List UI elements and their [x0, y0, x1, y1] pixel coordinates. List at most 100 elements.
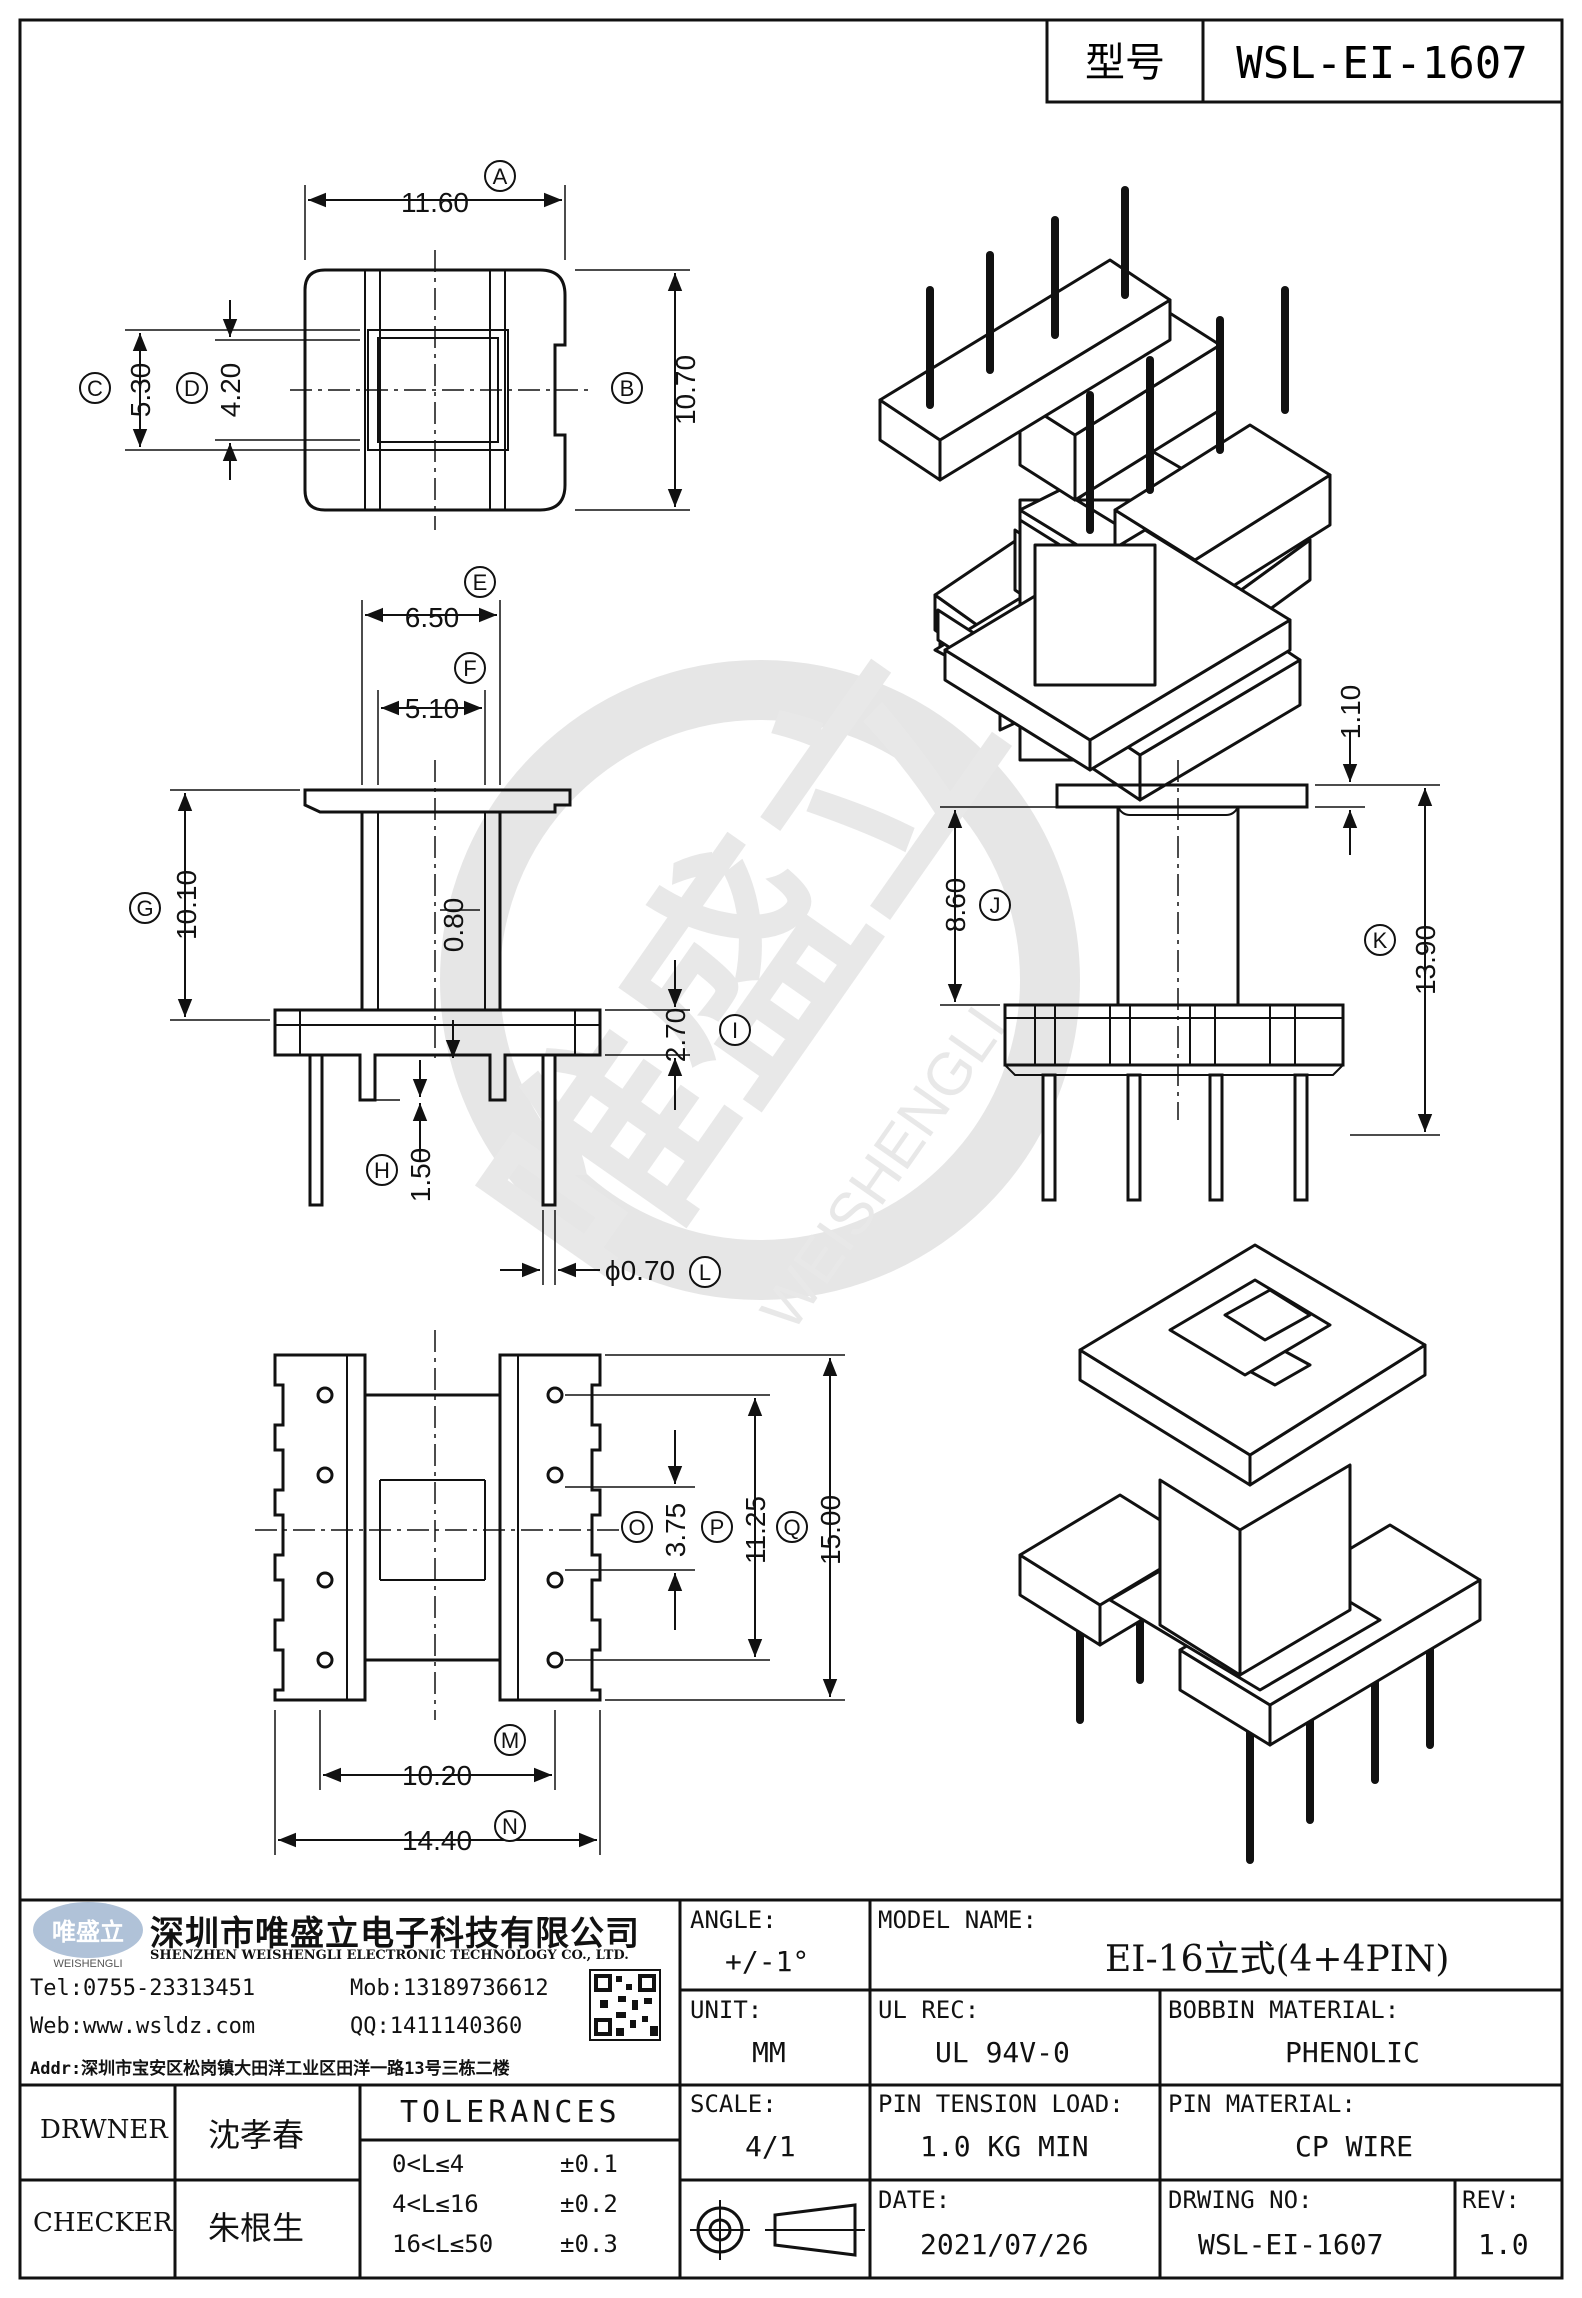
dim-n-bubble [494, 1810, 526, 1842]
dim-j-id: J [990, 893, 1001, 918]
drawner-value: 沈孝春 [208, 2116, 305, 2154]
dim-i-bubble [719, 1014, 751, 1046]
tolerance-value-1: ±0.1 [560, 2150, 618, 2178]
front-view [170, 600, 690, 1285]
angle-label: ANGLE: [690, 1906, 777, 1934]
dim-k-bubble [1364, 924, 1396, 956]
dim-g-value: 10.10 [171, 870, 202, 940]
bobbin-material-label: BOBBIN MATERIAL: [1168, 1996, 1400, 2024]
tolerance-range-3: 16<L≤50 [392, 2230, 494, 2258]
isometric-view-lower [1018, 1243, 1482, 1864]
side-view-labels: 8.60 J 13.90 K 1.10 [940, 685, 1441, 995]
dim-o-bubble [621, 1511, 653, 1543]
dim-q-id: Q [783, 1515, 800, 1540]
contact-qq: QQ:1411140360 [350, 2014, 523, 2039]
model-name-label: MODEL NAME: [878, 1906, 1037, 1934]
dim-i-value: 2.70 [660, 1008, 691, 1063]
dim-d-id: D [184, 376, 200, 401]
top-view-labels: 11.60 A 10.70 B 5.30 C 4.20 D [79, 160, 701, 425]
watermark-ring [440, 660, 1080, 1300]
dim-h-id: H [374, 1158, 390, 1183]
company-logo-text: 唯盛立 [52, 1918, 124, 1946]
tolerance-value-2: ±0.2 [560, 2190, 618, 2218]
dim-m-value: 10.20 [402, 1760, 472, 1791]
dim-a-bubble [484, 160, 516, 192]
dim-d-bubble [176, 372, 208, 404]
dim-e-value: 6.50 [405, 602, 460, 633]
dim-n-value: 14.40 [402, 1825, 472, 1856]
dim-p-id: P [710, 1515, 725, 1540]
dim-f-bubble [454, 652, 486, 684]
date-label: DATE: [878, 2186, 951, 2214]
dim-k-id: K [1373, 928, 1388, 953]
projection-symbol-icon [690, 2200, 865, 2260]
dim-q-value: 15.00 [815, 1495, 846, 1565]
sheet-border [18, 18, 1564, 2280]
drawner-label: DRWNER [40, 2115, 168, 2145]
dim-m-bubble [494, 1724, 526, 1756]
qr-code [589, 1969, 661, 2041]
model-header: 型号 WSL-EI-1607 [1045, 18, 1564, 104]
tolerance-range-2: 4<L≤16 [392, 2190, 479, 2218]
pin-material-label: PIN MATERIAL: [1168, 2090, 1356, 2118]
dim-l-bubble [689, 1256, 721, 1288]
title-block-frame [20, 1898, 1562, 2278]
contact-address: Addr:深圳市宝安区松岗镇大田洋工业区田洋一路13号三栋二楼 [30, 2059, 510, 2079]
dim-k-value: 13.90 [1410, 925, 1441, 995]
dim-h-value: 1.50 [405, 1148, 436, 1203]
bobbin-material-value: PHENOLIC [1285, 2036, 1420, 2069]
dim-o-id: O [628, 1515, 645, 1540]
rev-label: REV: [1462, 2186, 1520, 2214]
company-logo: 唯盛立 WEISHENGLI [33, 1902, 143, 1970]
dim-l-value: ϕ0.70 [605, 1255, 675, 1286]
scale-label: SCALE: [690, 2090, 777, 2118]
dim-c-id: C [87, 376, 103, 401]
company-logo-sub: WEISHENGLI [53, 1958, 122, 1970]
unit-label: UNIT: [690, 1996, 763, 2024]
dim-q-bubble [776, 1511, 808, 1543]
dim-b-id: B [620, 376, 635, 401]
bottom-view [255, 1330, 845, 1855]
tolerance-value-3: ±0.3 [560, 2230, 618, 2258]
rev-value: 1.0 [1478, 2228, 1529, 2261]
dim-d-value: 4.20 [215, 363, 246, 418]
watermark: 唯盛立 WEISHENGLI [440, 612, 1080, 1342]
pin-tension-label: PIN TENSION LOAD: [878, 2090, 1124, 2118]
drawing-no-value: WSL-EI-1607 [1198, 2228, 1384, 2261]
flange-dim-value: 1.10 [1335, 685, 1366, 740]
top-view [125, 185, 690, 530]
tolerance-range-1: 0<L≤4 [392, 2150, 465, 2178]
model-header-label: 型号 [1085, 41, 1165, 85]
dim-j-bubble [979, 889, 1011, 921]
dim-m-id: M [501, 1728, 519, 1753]
isometric-view-upper [878, 186, 1332, 802]
dim-j-value: 8.60 [940, 878, 971, 933]
pin-material-value: CP WIRE [1295, 2130, 1414, 2163]
dim-f-id: F [463, 656, 476, 681]
date-value: 2021/07/26 [920, 2228, 1089, 2261]
dim-a-id: A [493, 164, 508, 189]
bottom-view-labels: 10.20 M 14.40 N 3.75 O 11.25 P 15.00 Q [402, 1495, 846, 1856]
dim-b-bubble [611, 372, 643, 404]
scale-value: 4/1 [745, 2130, 796, 2163]
front-view-labels: 6.50 E 5.10 F 10.10 G 0.80 1.50 H 2.70 I… [129, 566, 751, 1288]
model-name-value: EI-16立式(4+4PIN) [1105, 1939, 1450, 1980]
dim-o-value: 3.75 [660, 1503, 691, 1558]
dim-n-id: N [502, 1814, 518, 1839]
contact-web: Web:www.wsldz.com [30, 2014, 256, 2039]
dim-g-bubble [129, 892, 161, 924]
side-view [940, 730, 1440, 1202]
contact-mob: Mob:13189736612 [350, 1976, 549, 2001]
dim-e-bubble [464, 566, 496, 598]
company-name-en: SHENZHEN WEISHENGLI ELECTRONIC TECHNOLOG… [150, 1948, 629, 1963]
dim-p-bubble [701, 1511, 733, 1543]
tolerances-label: TOLERANCES [400, 2095, 621, 2130]
ul-rec-value: UL 94V-0 [935, 2036, 1070, 2069]
unit-value: MM [752, 2036, 786, 2069]
checker-value: 朱根生 [208, 2209, 305, 2247]
dim-p-value: 11.25 [740, 1496, 771, 1564]
dim-f-value: 5.10 [405, 693, 460, 724]
angle-value: +/-1° [725, 1945, 810, 1978]
company-name-cn: 深圳市唯盛立电子科技有限公司 [150, 1914, 640, 1954]
